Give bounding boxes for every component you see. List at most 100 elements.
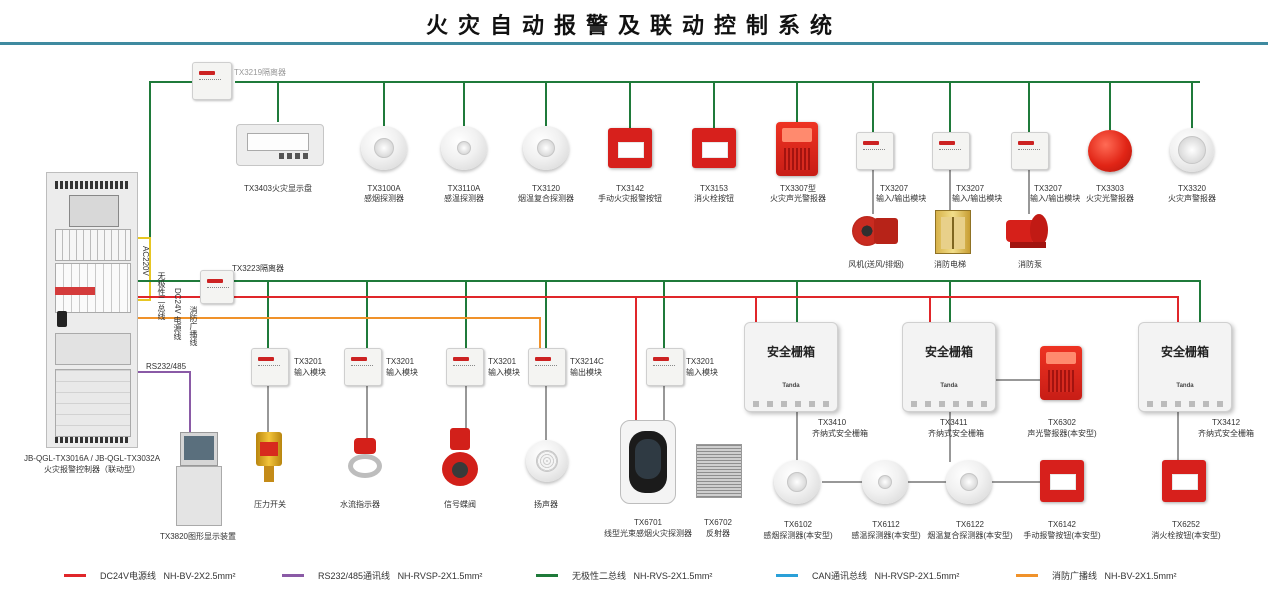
broadcast-line <box>136 317 541 348</box>
graphic-display-terminal <box>176 432 222 526</box>
io-module-icon <box>932 132 970 170</box>
is-device-model-2: TX6112 <box>872 520 900 529</box>
controller-model-label: JB-QGL-TX3016A / JB-QGL-TX3032A <box>23 454 161 463</box>
hydrant-button-icon <box>692 128 736 168</box>
top-device-model-4: TX3120 <box>531 184 561 193</box>
bottom-module-model-4: TX3214C <box>570 357 604 366</box>
safety-box-title: 安全栅箱 <box>1160 345 1209 359</box>
bottom-module-model-3: TX3201 <box>488 357 517 366</box>
bottom-module-model-1: TX3201 <box>294 357 323 366</box>
legend-swatch-can <box>776 574 798 577</box>
safety-barrier-box: 安全栅箱 Tanda <box>902 322 996 412</box>
bottom-module-model-5: TX3201 <box>686 357 715 366</box>
top-device-desc-5: 手动火灾报警按钮 <box>598 194 662 203</box>
field-device-lines <box>267 168 1179 483</box>
top-device-model-3: TX3110A <box>447 184 481 193</box>
dc24-trunk <box>136 296 1179 322</box>
top-device-model-6: TX3153 <box>699 184 729 193</box>
manual-call-point-icon <box>608 128 652 168</box>
top-device-model-2: TX3100A <box>367 184 401 193</box>
safety-box-model-2: TX3411 <box>940 418 968 427</box>
butterfly-valve-icon <box>432 428 488 488</box>
ac220-line <box>136 237 151 301</box>
top-device-desc-4: 烟温复合探测器 <box>518 194 574 203</box>
legend-item-2: RS232/485通讯线 NH-RVSP-2X1.5mm² <box>318 571 483 581</box>
safety-box-brand: Tanda <box>782 383 800 389</box>
is-device-model-4: TX6142 <box>1047 520 1077 529</box>
terminal-cabinet <box>176 466 222 526</box>
ac220-label: AC220V <box>141 246 150 276</box>
controller-power-module <box>55 369 131 437</box>
bottom-module-desc-4: 输出模块 <box>570 368 602 377</box>
controller-type-label: 火灾报警控制器（联动型） <box>44 465 140 474</box>
top-device-model-9: TX3207 <box>956 184 985 193</box>
reflector-icon <box>696 444 742 498</box>
top-device-desc-12: 火灾声警报器 <box>1168 194 1216 203</box>
top-device-model-10: TX3207 <box>1034 184 1063 193</box>
terminal-monitor <box>180 432 218 466</box>
controller-broadcast-panel <box>55 333 131 365</box>
is-device-desc-6: 消火栓按钮(本安型) <box>1151 531 1221 540</box>
top-device-desc-11: 火灾光警报器 <box>1086 194 1134 203</box>
dc24-drops <box>635 297 931 420</box>
linked-equipment-3: 消防泵 <box>1018 260 1042 269</box>
rs485-label: RS232/485 <box>146 362 187 371</box>
graphic-display-label: TX3820图形显示装置 <box>159 532 237 541</box>
dc24-lines <box>136 296 1179 420</box>
top-bus-lines <box>149 81 1200 290</box>
middle-bus-trunk <box>232 280 1201 322</box>
diagram-title: 火灾自动报警及联动控制系统 <box>425 14 842 39</box>
legend-swatch-broadcast <box>1016 574 1038 577</box>
io-module-icon <box>1011 132 1049 170</box>
pressure-switch-icon <box>256 432 282 484</box>
top-device-desc-7: 火灾声光警报器 <box>770 194 826 203</box>
bottom-module-desc-1: 输入模块 <box>294 368 326 377</box>
safety-box-desc-3: 齐纳式安全栅箱 <box>1198 429 1254 438</box>
bottom-device-1: 压力开关 <box>254 500 286 509</box>
beam-emitter-model: TX6701 <box>633 518 663 527</box>
is-device-model-3: TX6122 <box>955 520 985 529</box>
safety-box-model-3: TX3412 <box>1212 418 1241 427</box>
safety-barrier-box: 安全栅箱 Tanda <box>1138 322 1232 412</box>
is-device-desc-1: 感烟探测器(本安型) <box>763 531 833 540</box>
flow-indicator-icon <box>346 438 388 482</box>
combo-detector-icon <box>523 126 569 170</box>
dc24-label: DC24V 电源线 <box>173 288 182 341</box>
middle-isolator-label: TX3223隔离器 <box>232 264 285 273</box>
input-module-icon <box>446 348 484 386</box>
beam-emitter-desc: 线型光束感烟火灾探测器 <box>604 529 692 538</box>
safety-box-title: 安全栅箱 <box>766 345 815 359</box>
controller-top-vents <box>55 181 129 189</box>
top-device-desc-10: 输入/输出模块 <box>1030 194 1081 203</box>
combo-detector-icon <box>946 460 992 504</box>
input-module-icon <box>646 348 684 386</box>
top-device-model-5: TX3142 <box>615 184 645 193</box>
reflector-desc: 反射器 <box>706 529 730 538</box>
is-device-model-6: TX6252 <box>1171 520 1201 529</box>
linked-equipment-2: 消防电梯 <box>934 260 966 269</box>
is-device-model-5: TX6302 <box>1047 418 1077 427</box>
bottom-module-desc-2: 输入模块 <box>386 368 418 377</box>
controller-red-panel <box>55 287 95 295</box>
controller-keypad <box>55 229 131 261</box>
top-device-model-1: TX3403火灾显示盘 <box>243 184 313 193</box>
reflector-model: TX6702 <box>703 518 733 527</box>
is-device-desc-3: 烟温复合探测器(本安型) <box>927 531 1013 540</box>
rs485-line <box>136 371 191 440</box>
fire-alarm-controller <box>46 172 138 448</box>
safety-box-desc-1: 齐纳式安全栅箱 <box>812 429 868 438</box>
heat-detector-icon <box>441 126 487 170</box>
legend-swatch-dc24 <box>64 574 86 577</box>
beam-detector-icon <box>620 420 676 504</box>
microphone-icon <box>57 311 67 327</box>
legend-swatch-bus <box>536 574 558 577</box>
top-device-model-12: TX3320 <box>1177 184 1207 193</box>
bottom-module-desc-3: 输入模块 <box>488 368 520 377</box>
io-module-icon <box>856 132 894 170</box>
top-device-desc-6: 消火栓按钮 <box>694 194 734 203</box>
fan-icon <box>852 212 898 248</box>
display-panel-icon <box>236 124 324 166</box>
top-device-model-7: TX3307型 <box>779 184 817 193</box>
legend-item-3: 无极性二总线 NH-RVS-2X1.5mm² <box>572 571 713 581</box>
